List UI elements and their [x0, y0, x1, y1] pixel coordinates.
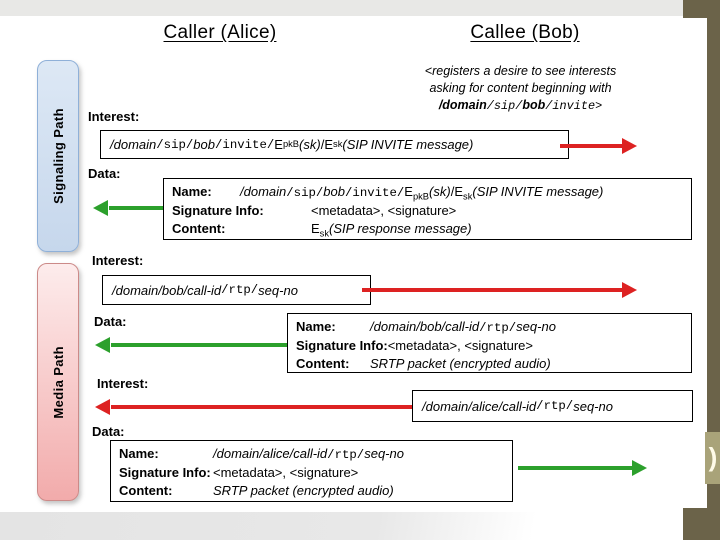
- name-label: Name:: [296, 319, 336, 334]
- data-row-content: Content: SRTP packet (encrypted audio): [119, 482, 504, 500]
- interest-arrow-2-line: [362, 288, 622, 292]
- content-label: Content:: [119, 483, 173, 498]
- interest-arrow-1-line: [560, 144, 622, 148]
- data-row-name: Name: /domain/alice/call-id/rtp/seq-no: [119, 445, 504, 464]
- interest-label-3: Interest:: [97, 376, 149, 391]
- side-tab: ): [705, 432, 720, 484]
- content-value: SRTP packet (encrypted audio): [370, 356, 551, 371]
- signaling-path-label: Signaling Path: [50, 108, 66, 204]
- data-row-signature: Signature Info: <metadata>, <signature>: [172, 202, 683, 220]
- interest-arrow-3-head: [95, 399, 110, 415]
- data-arrow-2-line: [111, 343, 287, 347]
- signaling-path-pill: Signaling Path: [37, 60, 79, 252]
- data-box-bob-media: Name: /domain/bob/call-id/rtp/seq-no Sig…: [287, 313, 692, 373]
- bottom-gradient-strip: [0, 512, 684, 540]
- name-label: Name:: [119, 446, 159, 461]
- interest-label-1: Interest:: [88, 109, 140, 124]
- name-label: Name:: [172, 184, 212, 199]
- data-row-content: Content: Esk(SIP response message): [172, 220, 683, 239]
- data-row-signature: Signature Info: <metadata>, <signature>: [119, 464, 504, 482]
- interest-arrow-2-head: [622, 282, 637, 298]
- content-label: Content:: [296, 356, 350, 371]
- data-box-sip: Name: /domain/sip/bob/invite/EpkB(sk)/Es…: [163, 178, 692, 240]
- interest-box-alice-media: /domain/alice/call-id/rtp/seq-no: [412, 390, 693, 422]
- data-arrow-2-head: [95, 337, 110, 353]
- interest-arrow-1-head: [622, 138, 637, 154]
- data-box-alice-media: Name: /domain/alice/call-id/rtp/seq-no S…: [110, 440, 513, 502]
- data-label-3: Data:: [92, 424, 125, 439]
- registration-note-line1: <registers a desire to see interests: [424, 64, 617, 78]
- top-gray-strip: [0, 0, 684, 16]
- name-value: /domain/alice/call-id/rtp/seq-no: [213, 446, 404, 462]
- data-row-content: Content: SRTP packet (encrypted audio): [296, 355, 683, 373]
- name-value: /domain/bob/call-id/rtp/seq-no: [370, 319, 556, 335]
- data-row-name: Name: /domain/bob/call-id/rtp/seq-no: [296, 318, 683, 337]
- signature-label: Signature Info:: [172, 203, 264, 218]
- registration-note-line2: asking for content beginning with: [429, 81, 612, 95]
- signature-value: <metadata>, <signature>: [213, 465, 359, 480]
- data-arrow-1-line: [109, 206, 163, 210]
- name-value: /domain/sip/bob/invite/EpkB(sk)/Esk(SIP …: [240, 184, 604, 202]
- data-row-signature: Signature Info: <metadata>, <signature>: [296, 337, 683, 355]
- data-arrow-3-line: [518, 466, 632, 470]
- media-path-pill: Media Path: [37, 263, 79, 501]
- signature-value: <metadata>, <signature>: [311, 203, 457, 218]
- media-path-label: Media Path: [50, 345, 66, 419]
- signature-value: <metadata>, <signature>: [387, 338, 533, 353]
- content-value: SRTP packet (encrypted audio): [213, 483, 394, 498]
- registration-note-line3: /domain/sip/bob/invite>: [438, 98, 603, 113]
- data-label-1: Data:: [88, 166, 121, 181]
- interest-arrow-3-line: [111, 405, 412, 409]
- top-right-notch: [683, 0, 720, 18]
- data-row-name: Name: /domain/sip/bob/invite/EpkB(sk)/Es…: [172, 183, 683, 202]
- signature-label: Signature Info:: [296, 338, 388, 353]
- interest-box-bob-media: /domain/bob/call-id/rtp/seq-no: [102, 275, 371, 305]
- interest-label-2: Interest:: [92, 253, 144, 268]
- caller-heading: Caller (Alice): [163, 22, 277, 43]
- registration-note: <registers a desire to see interests ask…: [363, 63, 678, 115]
- bottom-right-corner: [683, 508, 720, 540]
- right-olive-band: [707, 0, 720, 540]
- data-arrow-1-head: [93, 200, 108, 216]
- data-arrow-3-head: [632, 460, 647, 476]
- bracket-icon: ): [708, 442, 718, 472]
- content-value: Esk(SIP response message): [311, 221, 472, 239]
- signature-label: Signature Info:: [119, 465, 211, 480]
- content-label: Content:: [172, 221, 226, 236]
- data-label-2: Data:: [94, 314, 127, 329]
- callee-heading: Callee (Bob): [470, 22, 580, 43]
